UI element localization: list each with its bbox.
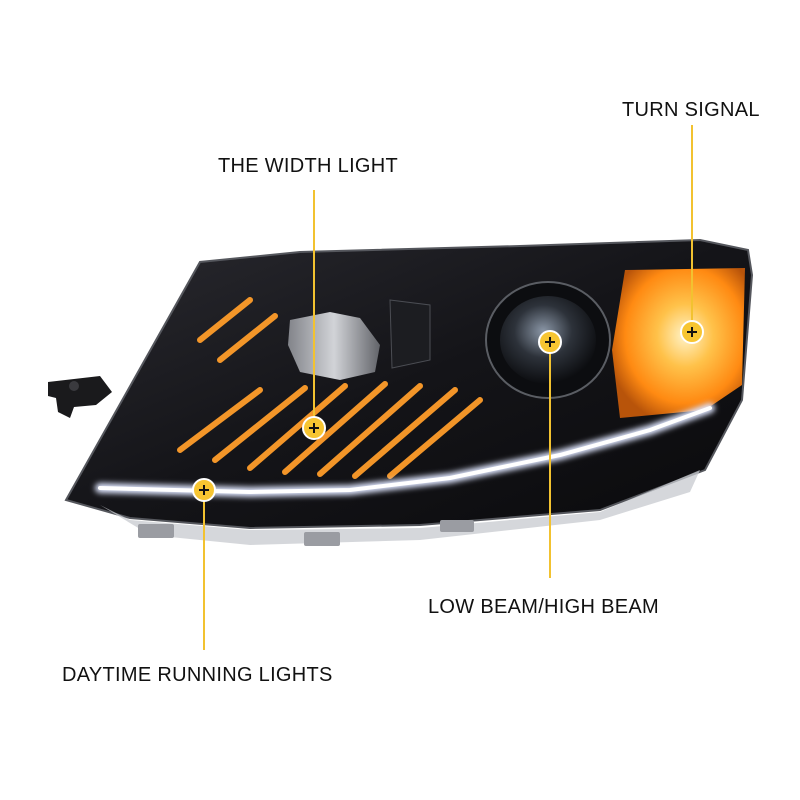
marker-turn-signal [680,320,704,344]
width-light-strips [177,297,483,479]
marker-daytime-running-lights [192,478,216,502]
leader-lines [203,125,693,650]
marker-width-light [302,416,326,440]
mount-bracket [48,376,112,418]
chrome-reflector [288,299,431,380]
callout-low-high-beam: LOW BEAM/HIGH BEAM [428,596,659,618]
turn-signal-module [612,268,745,418]
marker-low-high-beam [538,330,562,354]
bottom-trim [100,470,700,545]
callout-width-light: THE WIDTH LIGHT [218,155,399,177]
callout-turn-signal: TURN SIGNAL [622,99,760,121]
callout-daytime-running-lights: DAYTIME RUNNING LIGHTS [62,664,333,686]
drl-strip [95,403,715,498]
lower-clips [138,520,474,546]
